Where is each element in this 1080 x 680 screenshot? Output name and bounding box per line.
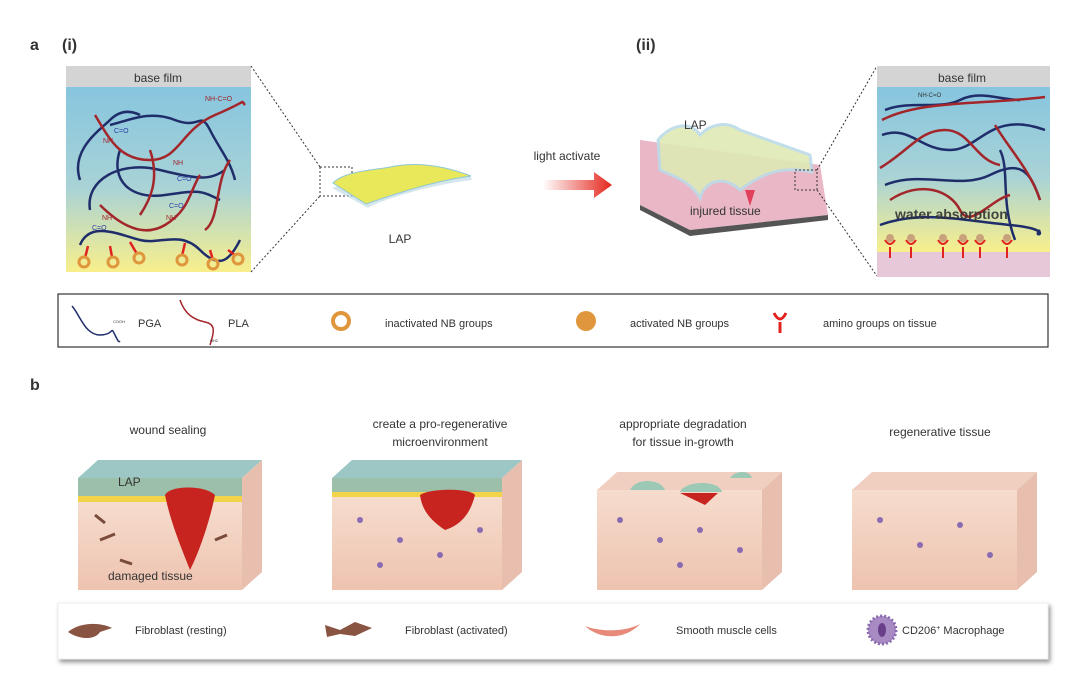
- legend-a: COOH PGA NH2 PLA inactivated NB groups a…: [57, 293, 1049, 348]
- tissue-lap-label: LAP: [684, 118, 707, 132]
- damaged-tissue-label: damaged tissue: [108, 569, 193, 583]
- lap-on-tissue: LAP injured tissue: [640, 118, 828, 236]
- light-activate-label: light activate: [534, 149, 601, 163]
- macrophage-icon: [866, 614, 898, 646]
- base-film-label: base film: [134, 71, 182, 85]
- pla-chain-icon: [179, 299, 215, 346]
- legend-pga-label: PGA: [138, 318, 162, 330]
- zoom-lines-left: [250, 65, 353, 273]
- y-shape-icon: [772, 312, 788, 333]
- injured-tissue-label: injured tissue: [690, 204, 761, 218]
- left-molecular-box: base film NH-C=O C=O NH NH C=O: [66, 66, 251, 272]
- stage-1-title: wound sealing: [129, 423, 207, 437]
- base-film-label-right: base film: [938, 71, 986, 85]
- right-molecular-box: base film NH-C=O water absorption: [877, 66, 1050, 277]
- light-activate-arrow: [543, 172, 612, 198]
- svg-text:C=O: C=O: [177, 176, 192, 183]
- legend-pla-label: PLA: [228, 318, 249, 330]
- svg-text:COOH: COOH: [113, 319, 125, 324]
- lap-label: LAP: [118, 475, 141, 489]
- dot-icon: [576, 311, 596, 331]
- svg-text:C=O: C=O: [169, 203, 184, 210]
- stage-titles: wound sealing create a pro-regenerative …: [129, 417, 991, 449]
- legend-amino-label: amino groups on tissue: [823, 318, 937, 330]
- svg-text:NH: NH: [102, 215, 112, 222]
- legend-smooth-muscle: Smooth muscle cells: [676, 625, 777, 637]
- stage-2-title-line1: create a pro-regenerative: [373, 417, 508, 431]
- lap-sheet: LAP: [332, 163, 472, 246]
- pga-chains: [76, 110, 242, 262]
- panel-a-label: a: [30, 37, 39, 54]
- legend-inactivated-label: inactivated NB groups: [385, 318, 493, 330]
- ring-icon: [331, 311, 351, 331]
- inactivated-nb-rings: [77, 251, 245, 271]
- stage-2-title-line2: microenvironment: [392, 435, 488, 449]
- svg-text:NH: NH: [103, 138, 113, 145]
- water-absorption-label: water absorption: [894, 206, 1008, 222]
- zoom-lines-right: [794, 65, 878, 277]
- stage-4-block: [852, 472, 1037, 590]
- stage-3-block: [597, 472, 782, 590]
- svg-text:NH2: NH2: [210, 338, 219, 343]
- legend-activated-label: activated NB groups: [630, 318, 730, 330]
- subpanel-i-label: (i): [62, 37, 77, 54]
- legend-macrophage: CD206+ Macrophage: [902, 625, 1005, 637]
- stage-1-block: LAP damaged tissue: [78, 460, 262, 590]
- panel-b-label: b: [30, 377, 40, 394]
- svg-text:C=O: C=O: [114, 128, 129, 135]
- svg-text:C=O: C=O: [92, 225, 107, 232]
- stage-2-block: [332, 460, 522, 590]
- svg-text:NH: NH: [173, 160, 183, 167]
- pla-chains: [93, 100, 246, 232]
- fibroblast-activated-icon: [325, 622, 372, 637]
- legend-fibroblast-activated: Fibroblast (activated): [405, 625, 508, 637]
- smooth-muscle-cell-icon: [585, 624, 640, 637]
- legend-b: Fibroblast (resting) Fibroblast (activat…: [57, 602, 1049, 660]
- svg-text:NH: NH: [166, 215, 176, 222]
- pga-chain-icon: [71, 305, 121, 343]
- lap-sheet-label: LAP: [389, 232, 412, 246]
- fibroblast-resting-icon: [68, 623, 112, 638]
- svg-text:NH-C=O: NH-C=O: [205, 96, 233, 103]
- chem-label: NH-C=O: [918, 93, 942, 99]
- stage-3-title-line2: for tissue in-growth: [632, 435, 733, 449]
- subpanel-ii-label: (ii): [636, 37, 656, 54]
- stage-3-title-line1: appropriate degradation: [619, 417, 746, 431]
- stage-4-title: regenerative tissue: [889, 425, 991, 439]
- legend-fibroblast-resting: Fibroblast (resting): [135, 625, 227, 637]
- chem-labels: NH-C=O C=O NH NH C=O C=O NH NH C=O: [92, 96, 233, 232]
